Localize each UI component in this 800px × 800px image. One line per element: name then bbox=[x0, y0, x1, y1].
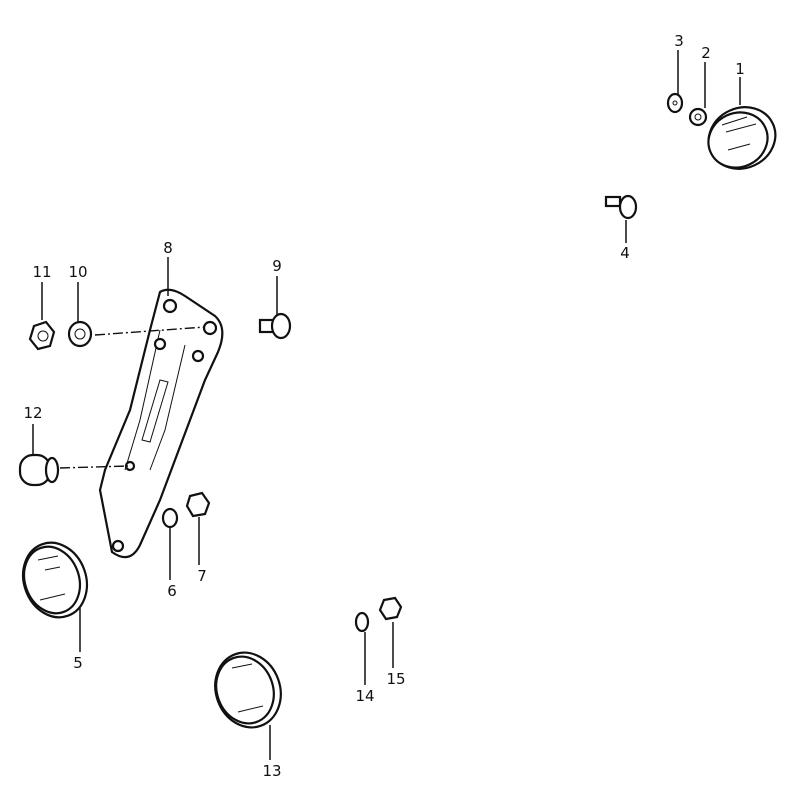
callout-13: 13 bbox=[262, 762, 281, 780]
bolt-part-9 bbox=[258, 312, 292, 340]
callout-11: 11 bbox=[32, 263, 51, 281]
callout-5: 5 bbox=[73, 654, 83, 672]
callout-9: 9 bbox=[272, 257, 282, 275]
washer-part-14 bbox=[354, 611, 370, 633]
nut-part-11 bbox=[28, 320, 56, 351]
reflector-part-5 bbox=[22, 541, 88, 619]
callout-6: 6 bbox=[167, 582, 177, 600]
callout-15: 15 bbox=[386, 670, 405, 688]
washer-part-6 bbox=[161, 507, 179, 529]
callout-7: 7 bbox=[197, 567, 207, 585]
callout-1: 1 bbox=[735, 60, 745, 78]
nut-part-15 bbox=[378, 596, 403, 621]
callout-labels: 1 2 3 4 5 6 7 8 9 10 11 12 13 14 15 bbox=[23, 32, 744, 780]
reflector-part-1 bbox=[707, 106, 777, 170]
callout-12: 12 bbox=[23, 404, 42, 422]
nut-part-2 bbox=[688, 107, 708, 127]
callout-4: 4 bbox=[620, 244, 630, 262]
reflector-part-13 bbox=[214, 651, 282, 729]
screw-part-4 bbox=[604, 194, 638, 220]
nut-part-7 bbox=[185, 491, 211, 518]
callout-2: 2 bbox=[701, 44, 711, 62]
bracket-part-8 bbox=[98, 288, 224, 559]
callout-10: 10 bbox=[68, 263, 87, 281]
callout-14: 14 bbox=[355, 687, 374, 705]
callout-8: 8 bbox=[163, 239, 173, 257]
callout-3: 3 bbox=[674, 32, 684, 50]
washer-part-3 bbox=[666, 92, 684, 114]
cap-part-12 bbox=[18, 453, 60, 487]
washer-part-10 bbox=[67, 320, 93, 348]
